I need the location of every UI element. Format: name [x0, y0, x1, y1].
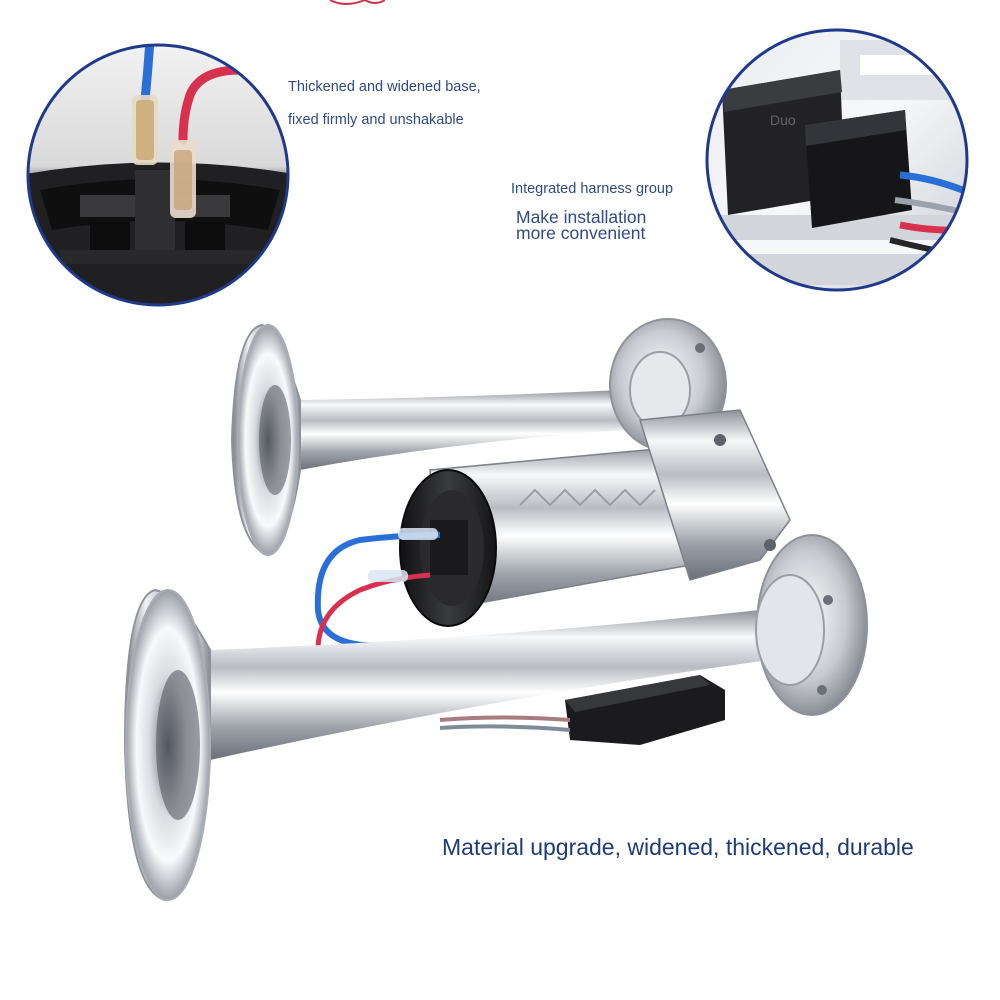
base-caption-line-2: fixed firmly and unshakable	[288, 112, 464, 128]
harness-detail-inset	[705, 28, 969, 292]
relay-brand-mark: Duo	[770, 112, 796, 128]
harness-caption-title: Integrated harness group	[511, 181, 674, 197]
harness-caption-line-1: Make installation	[516, 207, 647, 227]
top-decoration-mark	[329, 0, 385, 5]
harness-caption-line-2: more convenient	[516, 223, 646, 243]
base-caption-line-1: Thickened and widened base,	[288, 79, 481, 95]
dual-trumpet-horn	[123, 318, 868, 902]
base-detail-inset	[26, 43, 290, 307]
material-caption: Material upgrade, widened, thickened, du…	[442, 834, 914, 860]
